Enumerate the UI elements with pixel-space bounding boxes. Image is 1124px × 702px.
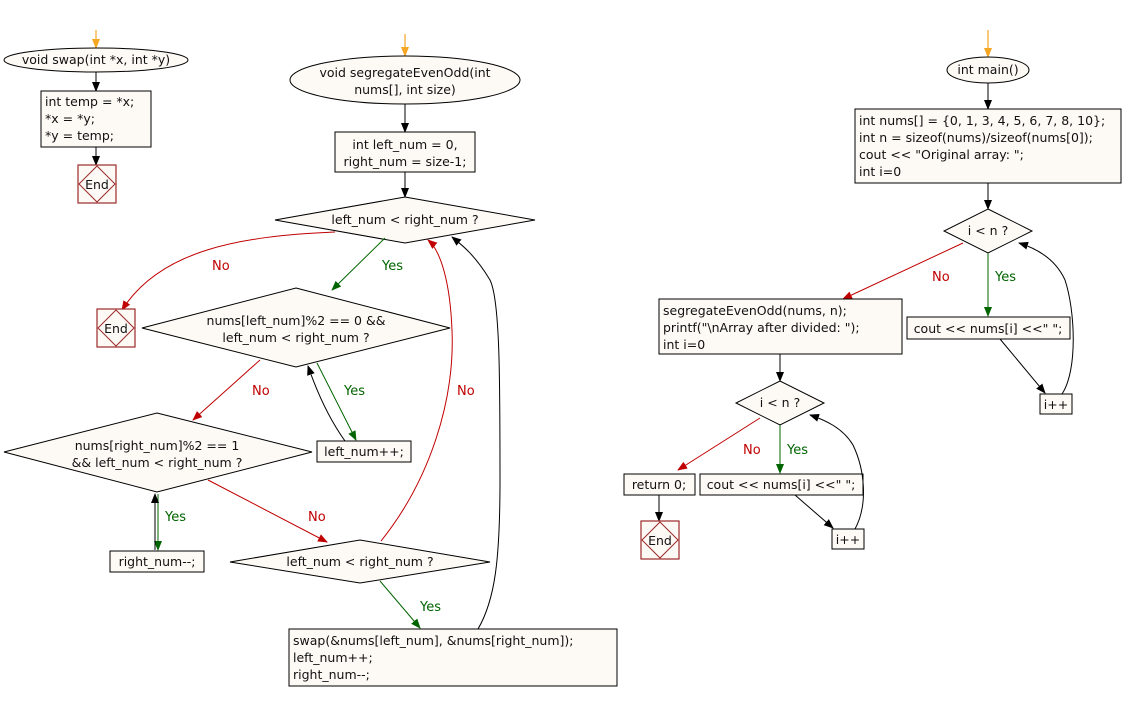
segregate-init-node [334, 131, 476, 173]
right-dec-text: right_num--; [119, 554, 196, 569]
yes-label: Yes [343, 384, 365, 399]
right-dec-node [109, 550, 205, 573]
swap-start-text: void swap(int *x, int *y) [22, 52, 170, 67]
after-loop-text: int i=0 [663, 337, 705, 352]
cond-odd-text: nums[right_num]%2 == 1 [75, 438, 240, 453]
after-loop-text: segregateEvenOdd(nums, n); [663, 303, 847, 318]
loop1-cond-text: i < n ? [968, 223, 1008, 238]
left-inc-text: left_num++; [324, 444, 404, 459]
loop2-body-text: cout << nums[i] <<" "; [707, 477, 856, 492]
edge-no [121, 231, 336, 311]
edge-no [380, 239, 453, 542]
end-text: End [104, 321, 128, 336]
edge [307, 365, 346, 442]
end-node: End [640, 520, 680, 560]
loop2-inc-text: i++ [836, 532, 860, 547]
left-inc-node [316, 440, 412, 463]
cond-swap-text: left_num < right_num ? [286, 554, 433, 569]
loop1-inc-node [1039, 393, 1073, 415]
edge-yes [331, 237, 386, 291]
cond-even-node [141, 287, 451, 368]
yes-label: Yes [994, 270, 1016, 285]
edge [1018, 241, 1074, 395]
edge-no [192, 359, 261, 421]
segregate-start-text: void segregateEvenOdd(int [319, 65, 490, 80]
yes-label: Yes [419, 600, 441, 615]
loop1-body-text: cout << nums[i] <<" "; [914, 321, 1063, 336]
main-flow: int main() int nums[] = {0, 1, 3, 4, 5, … [623, 30, 1122, 560]
edge-no [207, 479, 328, 543]
swap-call-text: right_num--; [293, 667, 370, 682]
cond-odd-node [3, 412, 313, 493]
loop2-inc-node [831, 528, 865, 550]
cond-main-text: left_num < right_num ? [331, 212, 478, 227]
yes-label: Yes [381, 259, 403, 274]
edge [809, 414, 864, 530]
swap-flow: void swap(int *x, int *y) int temp = *x;… [3, 30, 189, 204]
yes-label: Yes [164, 510, 186, 525]
edge-yes [316, 362, 357, 441]
after-loop-node [658, 298, 903, 355]
no-label: No [252, 384, 270, 399]
edge [451, 236, 501, 630]
swap-call-node [288, 628, 618, 687]
no-label: No [457, 384, 475, 399]
no-label: No [932, 270, 950, 285]
segregate-init-text: right_num = size-1; [344, 154, 467, 169]
return-text: return 0; [632, 477, 686, 492]
swap-body-node [40, 90, 152, 148]
segregate-start-text: nums[], int size) [354, 82, 456, 97]
swap-body-line: *y = temp; [45, 128, 114, 143]
edge-yes [379, 580, 421, 629]
edge-no [677, 417, 761, 471]
swap-body-line: int temp = *x; [45, 94, 134, 109]
segregate-flow: void segregateEvenOdd(int nums[], int si… [3, 34, 618, 687]
main-init-text: int nums[] = {0, 1, 3, 4, 5, 6, 7, 8, 10… [859, 113, 1105, 128]
main-init-text: cout << "Original array: "; [859, 147, 1024, 162]
loop1-body-node [906, 316, 1071, 340]
end-text: End [85, 177, 109, 192]
cond-even-text: left_num < right_num ? [222, 330, 369, 345]
loop1-inc-text: i++ [1044, 397, 1068, 412]
swap-body-line: *x = *y; [45, 111, 95, 126]
swap-call-text: left_num++; [293, 650, 373, 665]
cond-main-node [274, 196, 536, 244]
cond-even-text: nums[left_num]%2 == 0 && [207, 313, 386, 328]
edge [794, 494, 834, 529]
no-label: No [308, 510, 326, 525]
end-node: End [77, 164, 117, 204]
edge-no [842, 242, 964, 300]
no-label: No [212, 259, 230, 274]
cond-odd-text: && left_num < right_num ? [72, 455, 243, 470]
end-node: End [96, 308, 136, 348]
swap-call-text: swap(&nums[left_num], &nums[right_num]); [293, 633, 573, 648]
yes-label: Yes [786, 443, 808, 458]
edge [999, 338, 1046, 394]
main-init-text: int i=0 [859, 164, 901, 179]
after-loop-text: printf("\nArray after divided: "); [663, 320, 860, 335]
segregate-init-text: int left_num = 0, [352, 137, 457, 152]
main-start-text: int main() [957, 62, 1018, 77]
loop2-cond-text: i < n ? [760, 395, 800, 410]
cond-swap-node [229, 539, 491, 584]
no-label: No [743, 443, 761, 458]
end-text: End [648, 533, 672, 548]
main-init-text: int n = sizeof(nums)/sizeof(nums[0]); [859, 130, 1093, 145]
